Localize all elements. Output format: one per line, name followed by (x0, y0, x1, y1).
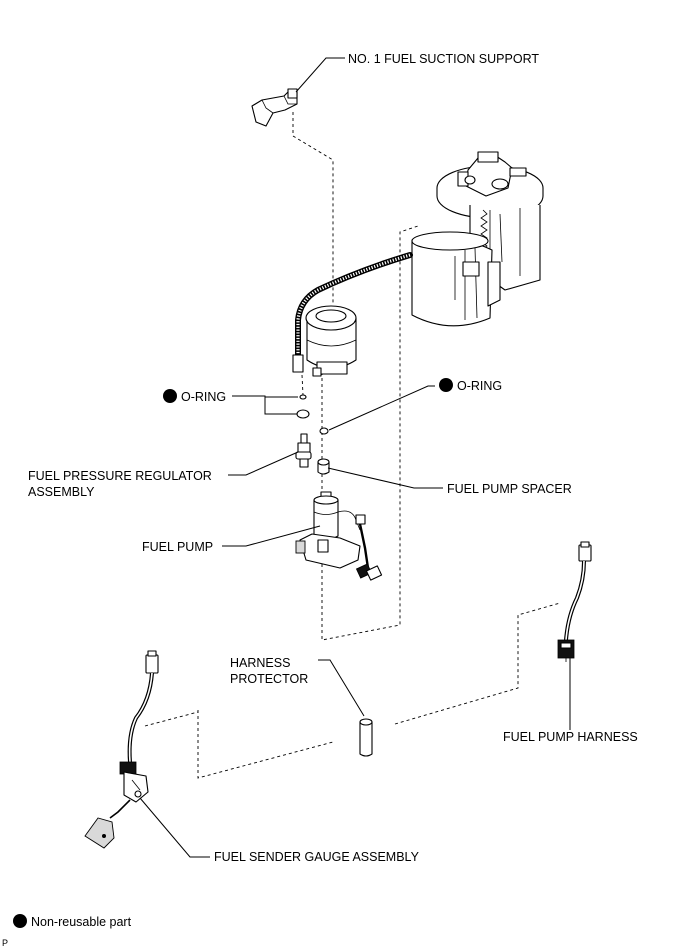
harness-protector-part (359, 718, 373, 757)
label-o-ring-right: O-RING (457, 379, 502, 393)
non-reusable-marker-right (439, 378, 453, 392)
fuel-pump-spacer-part (317, 458, 330, 475)
label-fuel-sender-gauge: FUEL SENDER GAUGE ASSEMBLY (214, 850, 420, 864)
assembly-guide-lines (144, 112, 561, 779)
label-fuel-pump-spacer: FUEL PUMP SPACER (447, 482, 572, 496)
label-fuel-pump-harness: FUEL PUMP HARNESS (503, 730, 638, 744)
fuel-filter-part (305, 305, 357, 377)
legend-marker-icon (13, 914, 27, 928)
leader-lines (139, 57, 571, 858)
fuel-pump-harness-part (557, 541, 592, 662)
label-fuel-suction-support: NO. 1 FUEL SUCTION SUPPORT (348, 52, 539, 66)
label-o-ring-left: O-RING (181, 390, 226, 404)
label-fuel-pressure-regulator-line2: ASSEMBLY (28, 485, 95, 499)
label-fuel-pressure-regulator-line1: FUEL PRESSURE REGULATOR (28, 469, 212, 483)
part-labels: NO. 1 FUEL SUCTION SUPPORT O-RING O-RING… (28, 52, 638, 864)
fuel-suction-support-part (251, 88, 298, 127)
label-harness-protector-line1: HARNESS (230, 656, 290, 670)
fuel-hose (292, 252, 413, 373)
legend: Non-reusable part P (2, 914, 132, 948)
fuel-pump-module-part (411, 151, 544, 327)
fuel-pump-part (295, 491, 383, 581)
corner-code: P (2, 938, 8, 948)
legend-text: Non-reusable part (31, 915, 132, 929)
o-rings (296, 394, 329, 435)
label-harness-protector-line2: PROTECTOR (230, 672, 308, 686)
fuel-pressure-regulator-part (295, 433, 312, 468)
label-fuel-pump: FUEL PUMP (142, 540, 213, 554)
fuel-sender-gauge-part (84, 650, 159, 849)
non-reusable-marker-left (163, 389, 177, 403)
